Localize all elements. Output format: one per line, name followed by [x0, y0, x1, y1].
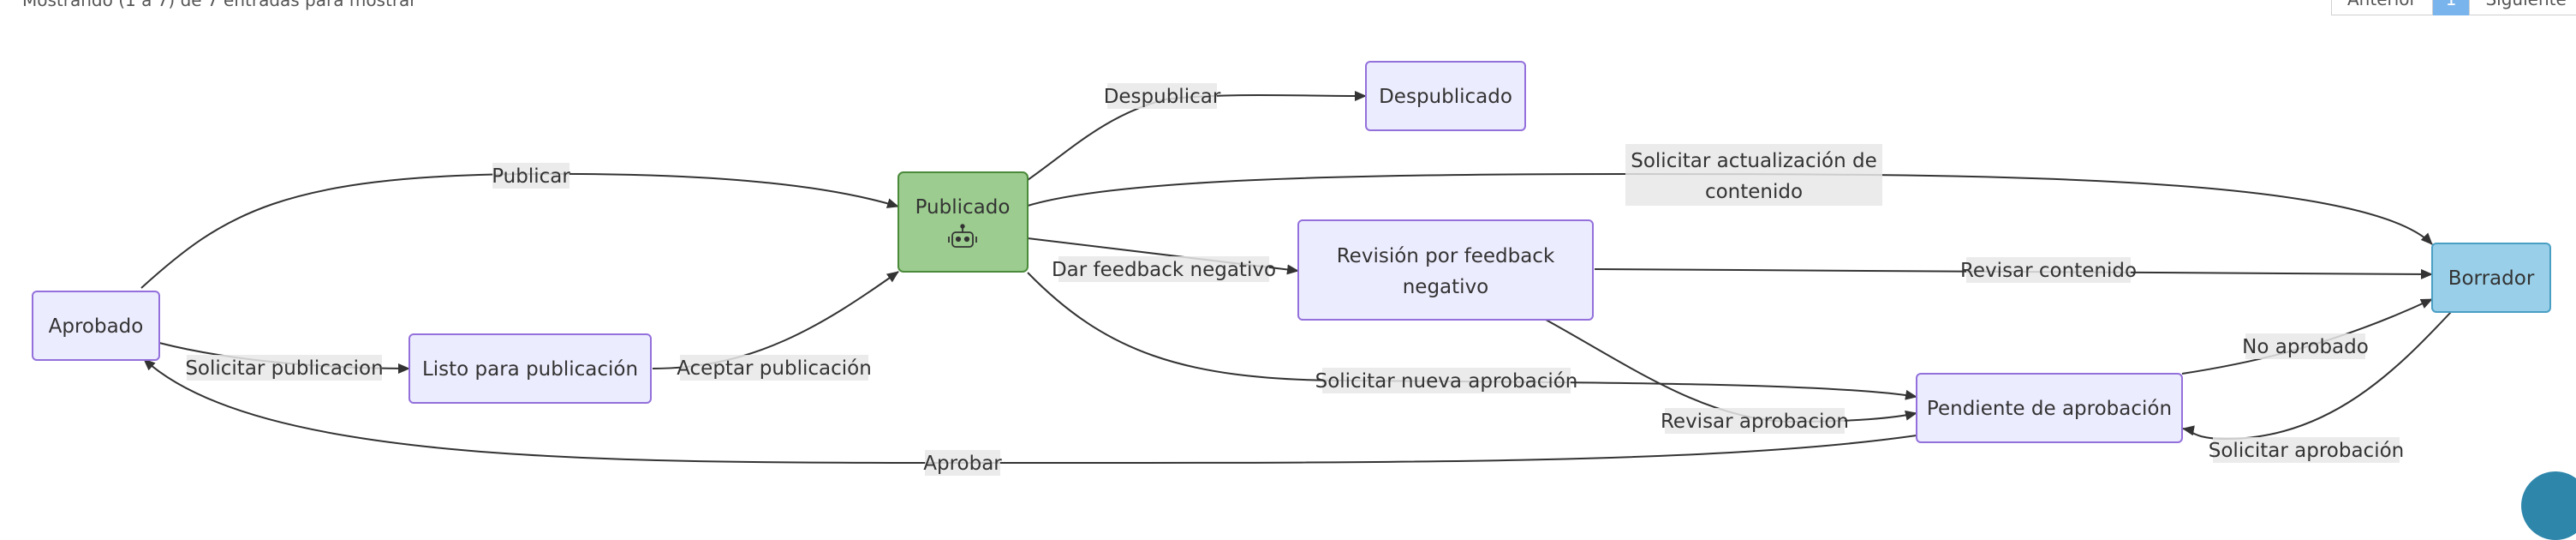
page-1-button[interactable]: 1	[2432, 0, 2470, 15]
edge-revisar-aprobacion	[1545, 319, 1917, 423]
node-revision-label-1: Revisión por feedback	[1337, 245, 1555, 267]
label-solicitar-actualizacion-2: contenido	[1705, 181, 1803, 203]
label-solicitar-nueva: Solicitar nueva aprobación	[1315, 370, 1578, 393]
label-solicitar-publicacion: Solicitar publicacion	[185, 357, 383, 380]
robot-icon	[948, 224, 977, 248]
node-revision-label-2: negativo	[1403, 276, 1489, 298]
next-page-button[interactable]: Siguiente	[2469, 0, 2576, 15]
floating-action-button[interactable]	[2521, 471, 2576, 540]
label-solicitar-actualizacion-1: Solicitar actualización de	[1631, 150, 1877, 172]
edge-labels: Publicar Despublicar Solicitar actualiza…	[185, 83, 2404, 476]
label-revisar-aprobacion: Revisar aprobacion	[1661, 411, 1849, 433]
node-aprobado[interactable]: Aprobado	[32, 291, 160, 361]
node-despublicado-label: Despublicado	[1379, 86, 1512, 108]
node-borrador-label: Borrador	[2448, 267, 2535, 290]
label-aceptar-publicacion: Aceptar publicación	[677, 357, 872, 380]
workflow-diagram: Publicar Despublicar Solicitar actualiza…	[32, 61, 2551, 476]
node-revision-por-feedback-negativo[interactable]: Revisión por feedback negativo	[1297, 219, 1594, 321]
label-publicar: Publicar	[492, 165, 570, 188]
node-pendiente-de-aprobacion[interactable]: Pendiente de aprobación	[1916, 373, 2183, 443]
label-despublicar: Despublicar	[1104, 86, 1221, 108]
node-publicado[interactable]: Publicado	[897, 171, 1029, 273]
table-footer: Mostrando (1 a 7) de 7 entradas para mos…	[0, 0, 2576, 15]
label-dar-feedback: Dar feedback negativo	[1052, 259, 1276, 281]
edge-publicar	[140, 172, 899, 289]
edge-solicitar-aprobacion	[2182, 311, 2452, 441]
node-pendiente-label: Pendiente de aprobación	[1927, 398, 2172, 420]
node-despublicado[interactable]: Despublicado	[1365, 61, 1526, 131]
label-no-aprobado: No aprobado	[2242, 336, 2369, 358]
edge-aceptar-publicacion	[652, 271, 899, 369]
prev-page-button[interactable]: Anterior	[2331, 0, 2433, 15]
pagination: Anterior 1 Siguiente	[2331, 0, 2576, 15]
label-aprobar: Aprobar	[923, 453, 1002, 475]
entries-count: Mostrando (1 a 7) de 7 entradas para mos…	[22, 0, 417, 10]
node-aprobado-label: Aprobado	[49, 315, 144, 338]
nodes: Aprobado Listo para publicación Publicad…	[32, 61, 2551, 443]
node-listo-para-publicacion[interactable]: Listo para publicación	[408, 333, 652, 404]
label-solicitar-aprobacion: Solicitar aprobación	[2209, 440, 2404, 462]
node-borrador[interactable]: Borrador	[2431, 243, 2551, 313]
node-listo-label: Listo para publicación	[422, 358, 638, 381]
label-revisar-contenido: Revisar contenido	[1960, 260, 2137, 282]
node-publicado-label: Publicado	[915, 196, 1011, 219]
